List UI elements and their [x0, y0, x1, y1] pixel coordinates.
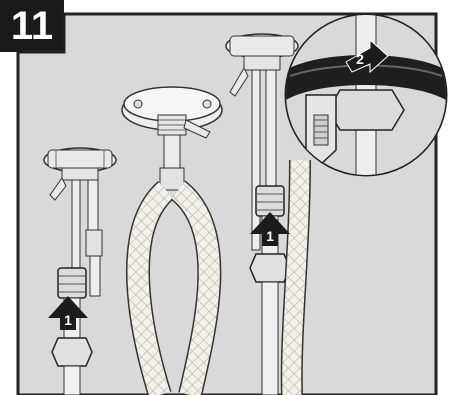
zoom-arrow-number: 2: [356, 51, 364, 67]
right-arrow-number: 1: [266, 228, 274, 244]
right-valve-hose: [292, 160, 300, 395]
left-arrow-number: 1: [64, 312, 72, 328]
